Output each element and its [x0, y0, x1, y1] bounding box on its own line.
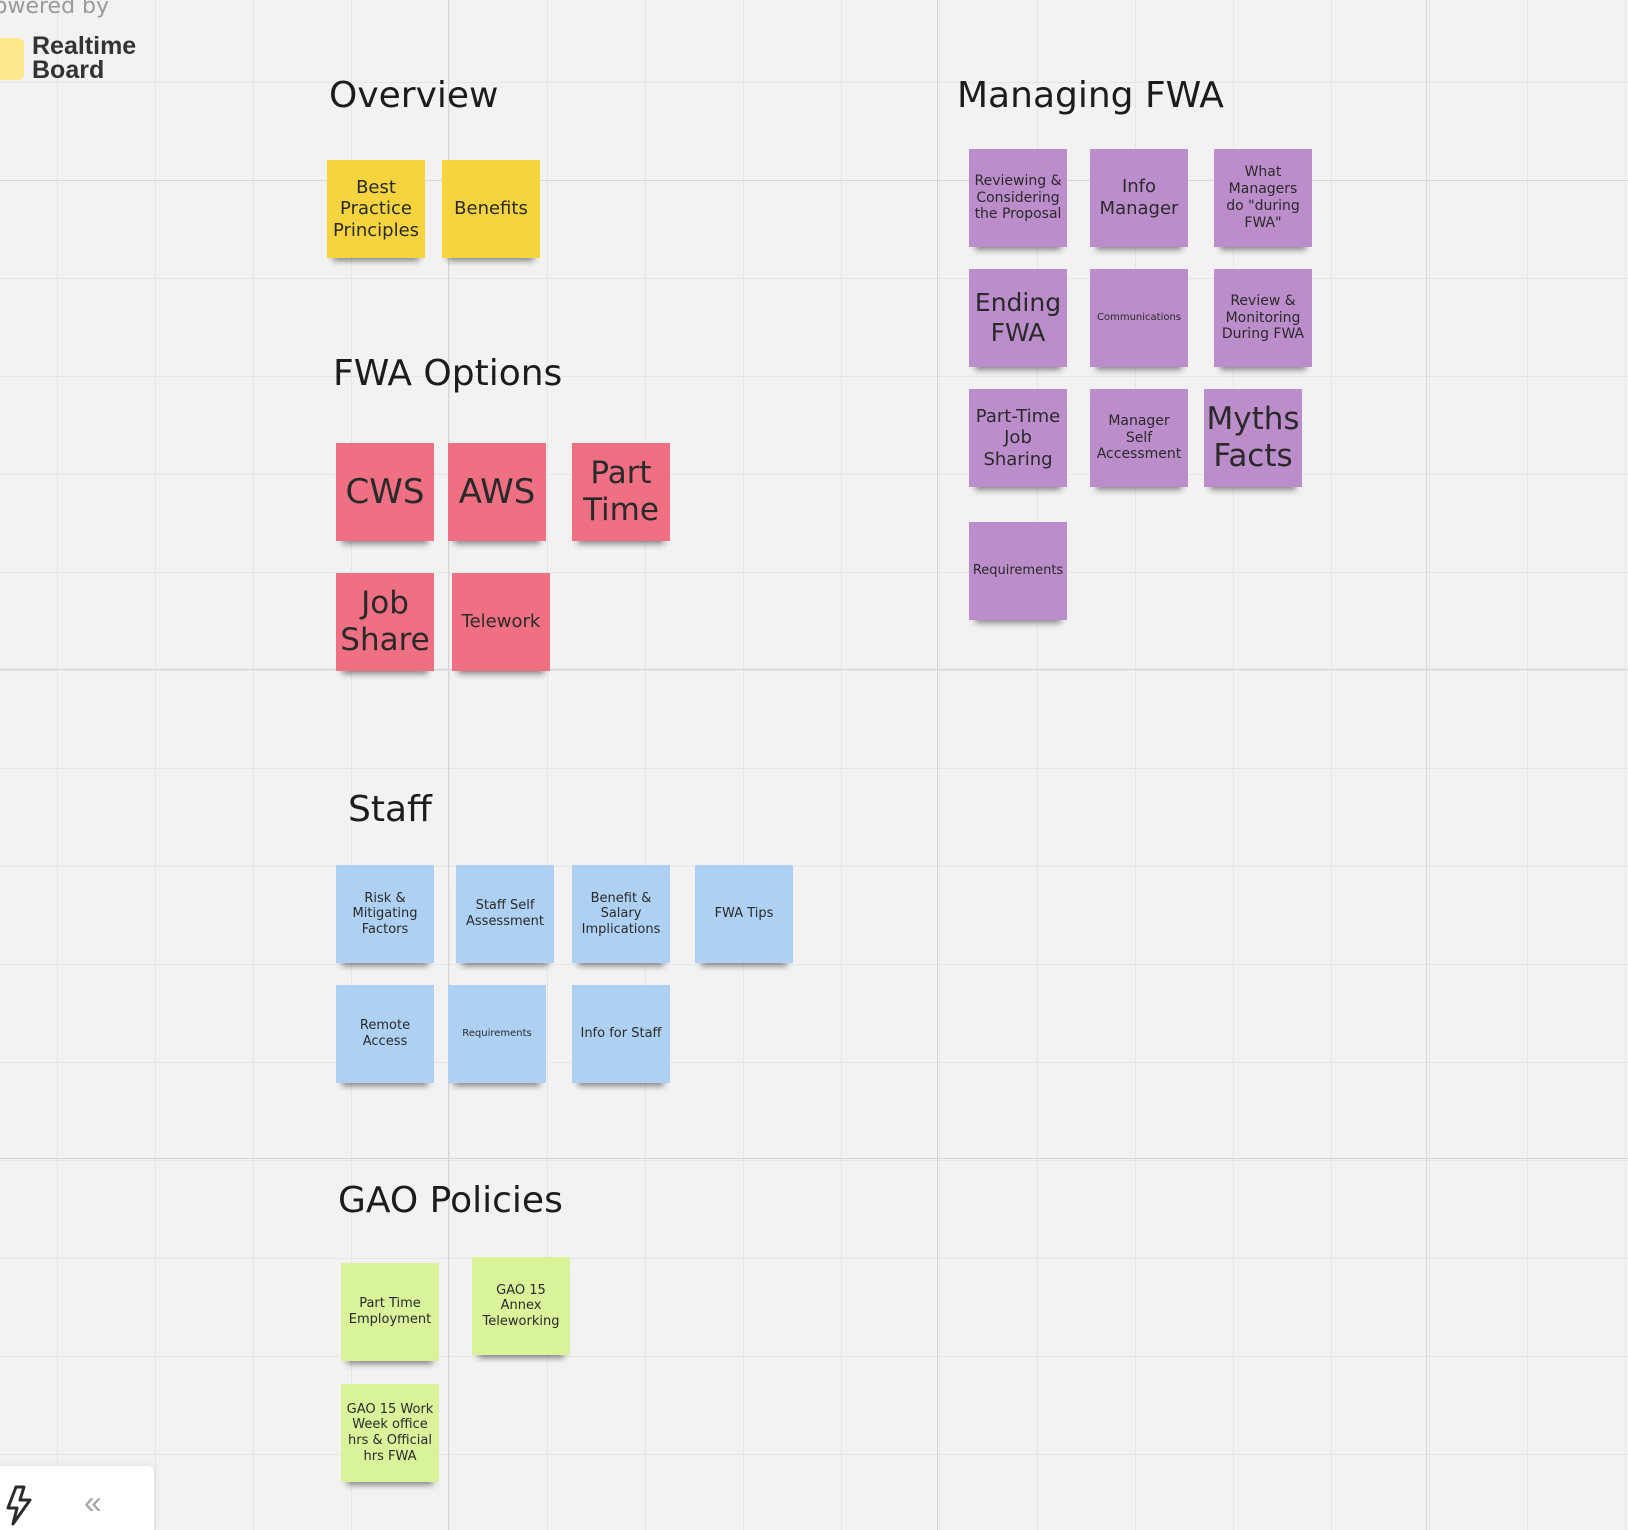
- sticky-note[interactable]: Telework: [452, 573, 550, 671]
- sticky-note[interactable]: Manager Self Accessment: [1090, 389, 1188, 487]
- realtime-board-logo-icon: [0, 38, 24, 80]
- sticky-note-text: Review & Monitoring During FWA: [1221, 292, 1305, 343]
- sticky-note[interactable]: GAO 15 Work Week office hrs & Official h…: [341, 1384, 439, 1482]
- sticky-note[interactable]: Requirements: [448, 985, 546, 1083]
- sticky-note[interactable]: Info for Staff: [572, 985, 670, 1083]
- sticky-note-text: Communications: [1096, 312, 1182, 323]
- section-title-managing-fwa: Managing FWA: [957, 75, 1224, 116]
- sticky-note-text: Info for Staff: [580, 1026, 662, 1042]
- sticky-note-text: What Managers do "during FWA": [1226, 164, 1300, 231]
- sticky-note-text: Part Time Employment: [348, 1296, 432, 1327]
- sticky-note-text: Job Share: [340, 584, 430, 658]
- sticky-note-text: FWA Tips: [714, 906, 774, 922]
- sticky-note-text: GAO 15 Annex Teleworking: [482, 1282, 560, 1329]
- sticky-note-text: Info Manager: [1099, 176, 1179, 219]
- sticky-note[interactable]: AWS: [448, 443, 546, 541]
- sticky-note-text: CWS: [345, 471, 425, 512]
- sticky-note[interactable]: Benefit & Salary Implications: [572, 865, 670, 963]
- sticky-note[interactable]: Part Time: [572, 443, 670, 541]
- section-title-gao-policies: GAO Policies: [338, 1180, 563, 1221]
- sticky-note-text: AWS: [458, 471, 536, 512]
- sticky-note-text: Risk & Mitigating Factors: [352, 890, 418, 937]
- sticky-note-text: Part Time: [583, 454, 659, 528]
- sticky-note-text: Staff Self Assessment: [466, 898, 544, 929]
- sticky-note[interactable]: Job Share: [336, 573, 434, 671]
- sticky-note[interactable]: Info Manager: [1090, 149, 1188, 247]
- sticky-note-text: Manager Self Accessment: [1096, 412, 1182, 463]
- sticky-note[interactable]: Benefits: [442, 160, 540, 258]
- sticky-note[interactable]: GAO 15 Annex Teleworking: [472, 1257, 570, 1355]
- sticky-note-text: Ending FWA: [974, 288, 1062, 347]
- sticky-note-text: Reviewing & Considering the Proposal: [974, 172, 1062, 223]
- sticky-note[interactable]: Remote Access: [336, 985, 434, 1083]
- sticky-note[interactable]: Risk & Mitigating Factors: [336, 865, 434, 963]
- sticky-note[interactable]: CWS: [336, 443, 434, 541]
- sticky-note[interactable]: Reviewing & Considering the Proposal: [969, 149, 1067, 247]
- sticky-note[interactable]: Myths Facts: [1204, 389, 1302, 487]
- sticky-note[interactable]: Review & Monitoring During FWA: [1214, 269, 1312, 367]
- sticky-note[interactable]: Staff Self Assessment: [456, 865, 554, 963]
- section-title-staff: Staff: [348, 789, 432, 830]
- sticky-note[interactable]: Ending FWA: [969, 269, 1067, 367]
- section-title-overview: Overview: [329, 75, 499, 116]
- sticky-note[interactable]: Part-Time Job Sharing: [969, 389, 1067, 487]
- sticky-note-text: Myths Facts: [1206, 400, 1300, 474]
- double-chevron-left-icon[interactable]: «: [84, 1484, 102, 1520]
- sticky-note[interactable]: FWA Tips: [695, 865, 793, 963]
- bottom-toolbar: «: [0, 1466, 154, 1530]
- sticky-note-text: GAO 15 Work Week office hrs & Official h…: [346, 1401, 434, 1464]
- sticky-note-text: Best Practice Principles: [332, 176, 420, 241]
- sticky-note[interactable]: Part Time Employment: [341, 1263, 439, 1361]
- sticky-note-text: Requirements: [972, 563, 1064, 579]
- sticky-note-text: Benefit & Salary Implications: [581, 890, 661, 937]
- sticky-note[interactable]: Best Practice Principles: [327, 160, 425, 258]
- lightning-bolt-icon[interactable]: [2, 1484, 36, 1526]
- sticky-note-text: Requirements: [462, 1028, 532, 1039]
- sticky-note[interactable]: Communications: [1090, 269, 1188, 367]
- sticky-note[interactable]: What Managers do "during FWA": [1214, 149, 1312, 247]
- brand-name: Realtime Board: [32, 32, 137, 84]
- sticky-note-text: Telework: [461, 611, 541, 633]
- sticky-note-text: Remote Access: [359, 1018, 411, 1049]
- powered-by-label: owered by: [0, 0, 110, 19]
- sticky-note-text: Benefits: [454, 198, 528, 220]
- sticky-note-text: Part-Time Job Sharing: [975, 405, 1061, 470]
- section-title-fwa-options: FWA Options: [333, 353, 563, 394]
- sticky-note[interactable]: Requirements: [969, 522, 1067, 620]
